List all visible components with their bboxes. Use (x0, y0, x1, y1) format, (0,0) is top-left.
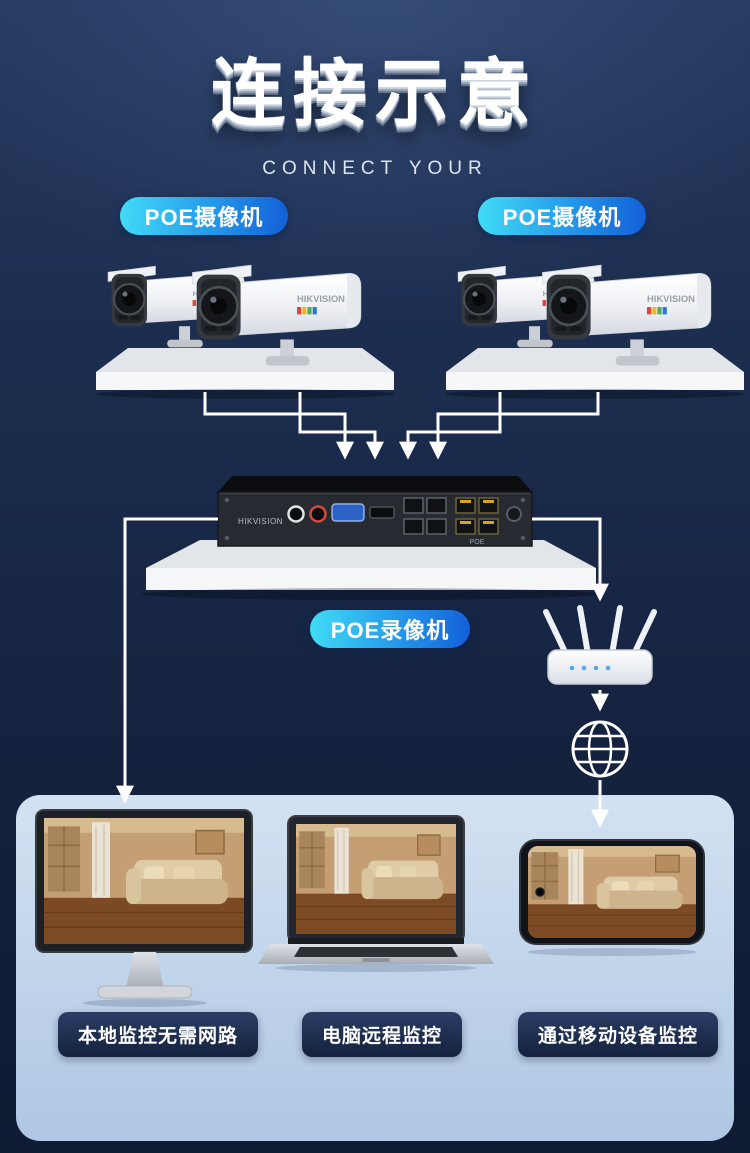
caption-mobile-remote: 通过移动设备监控 (518, 1012, 719, 1057)
internet-globe-icon (571, 720, 629, 778)
nvr-poe-ports (455, 497, 499, 535)
wifi-router (543, 605, 657, 685)
nvr-platform (141, 540, 601, 600)
router-led (593, 665, 599, 671)
nvr-screw (224, 497, 230, 503)
nvr-audio-out-port (309, 505, 327, 523)
nvr-screw (520, 535, 526, 541)
nvr-label: POE录像机 (310, 610, 470, 648)
camera-group-right (457, 263, 712, 367)
nvr-device: HIKVISION POE (217, 476, 533, 547)
camera-group-left (107, 263, 362, 367)
nvr-power-button (506, 506, 522, 522)
camera-platform-left (95, 348, 395, 399)
page-subtitle: CONNECT YOUR (262, 158, 488, 179)
monitoring-panel (16, 795, 734, 1141)
nvr-lan-ports (403, 497, 447, 535)
router-led (605, 665, 611, 671)
camera-label-right: POE摄像机 (478, 197, 646, 235)
cable-camera2-nvr (298, 392, 384, 460)
camera-platform-right (445, 348, 745, 399)
nvr-brand-text: HIKVISION (238, 517, 283, 526)
nvr-hdmi-port (369, 506, 395, 519)
nvr-screw (520, 497, 526, 503)
poe-camera (107, 265, 246, 349)
router-led (569, 665, 575, 671)
nvr-poe-label: POE (470, 539, 485, 546)
page-title: 连接示意 (211, 52, 539, 135)
cable-nvr-monitor (116, 517, 218, 804)
cable-camera1-nvr (203, 392, 354, 460)
router-antennas (543, 605, 657, 657)
poe-camera (457, 265, 596, 349)
router-led (581, 665, 587, 671)
cable-camera3-nvr (399, 392, 502, 460)
nvr-vga-port (331, 503, 365, 522)
caption-local-monitor: 本地监控无需网路 (58, 1012, 259, 1057)
nvr-audio-in-port (287, 505, 305, 523)
poe-camera (191, 263, 362, 367)
router-body (547, 649, 653, 685)
caption-pc-remote: 电脑远程监控 (302, 1012, 463, 1057)
nvr-cables (116, 517, 609, 828)
cable-nvr-router (532, 517, 609, 602)
camera-cables (203, 392, 600, 460)
camera-label-left: POE摄像机 (120, 197, 288, 235)
nvr-screw (224, 535, 230, 541)
poe-camera (541, 263, 712, 367)
cable-camera4-nvr (429, 392, 600, 460)
